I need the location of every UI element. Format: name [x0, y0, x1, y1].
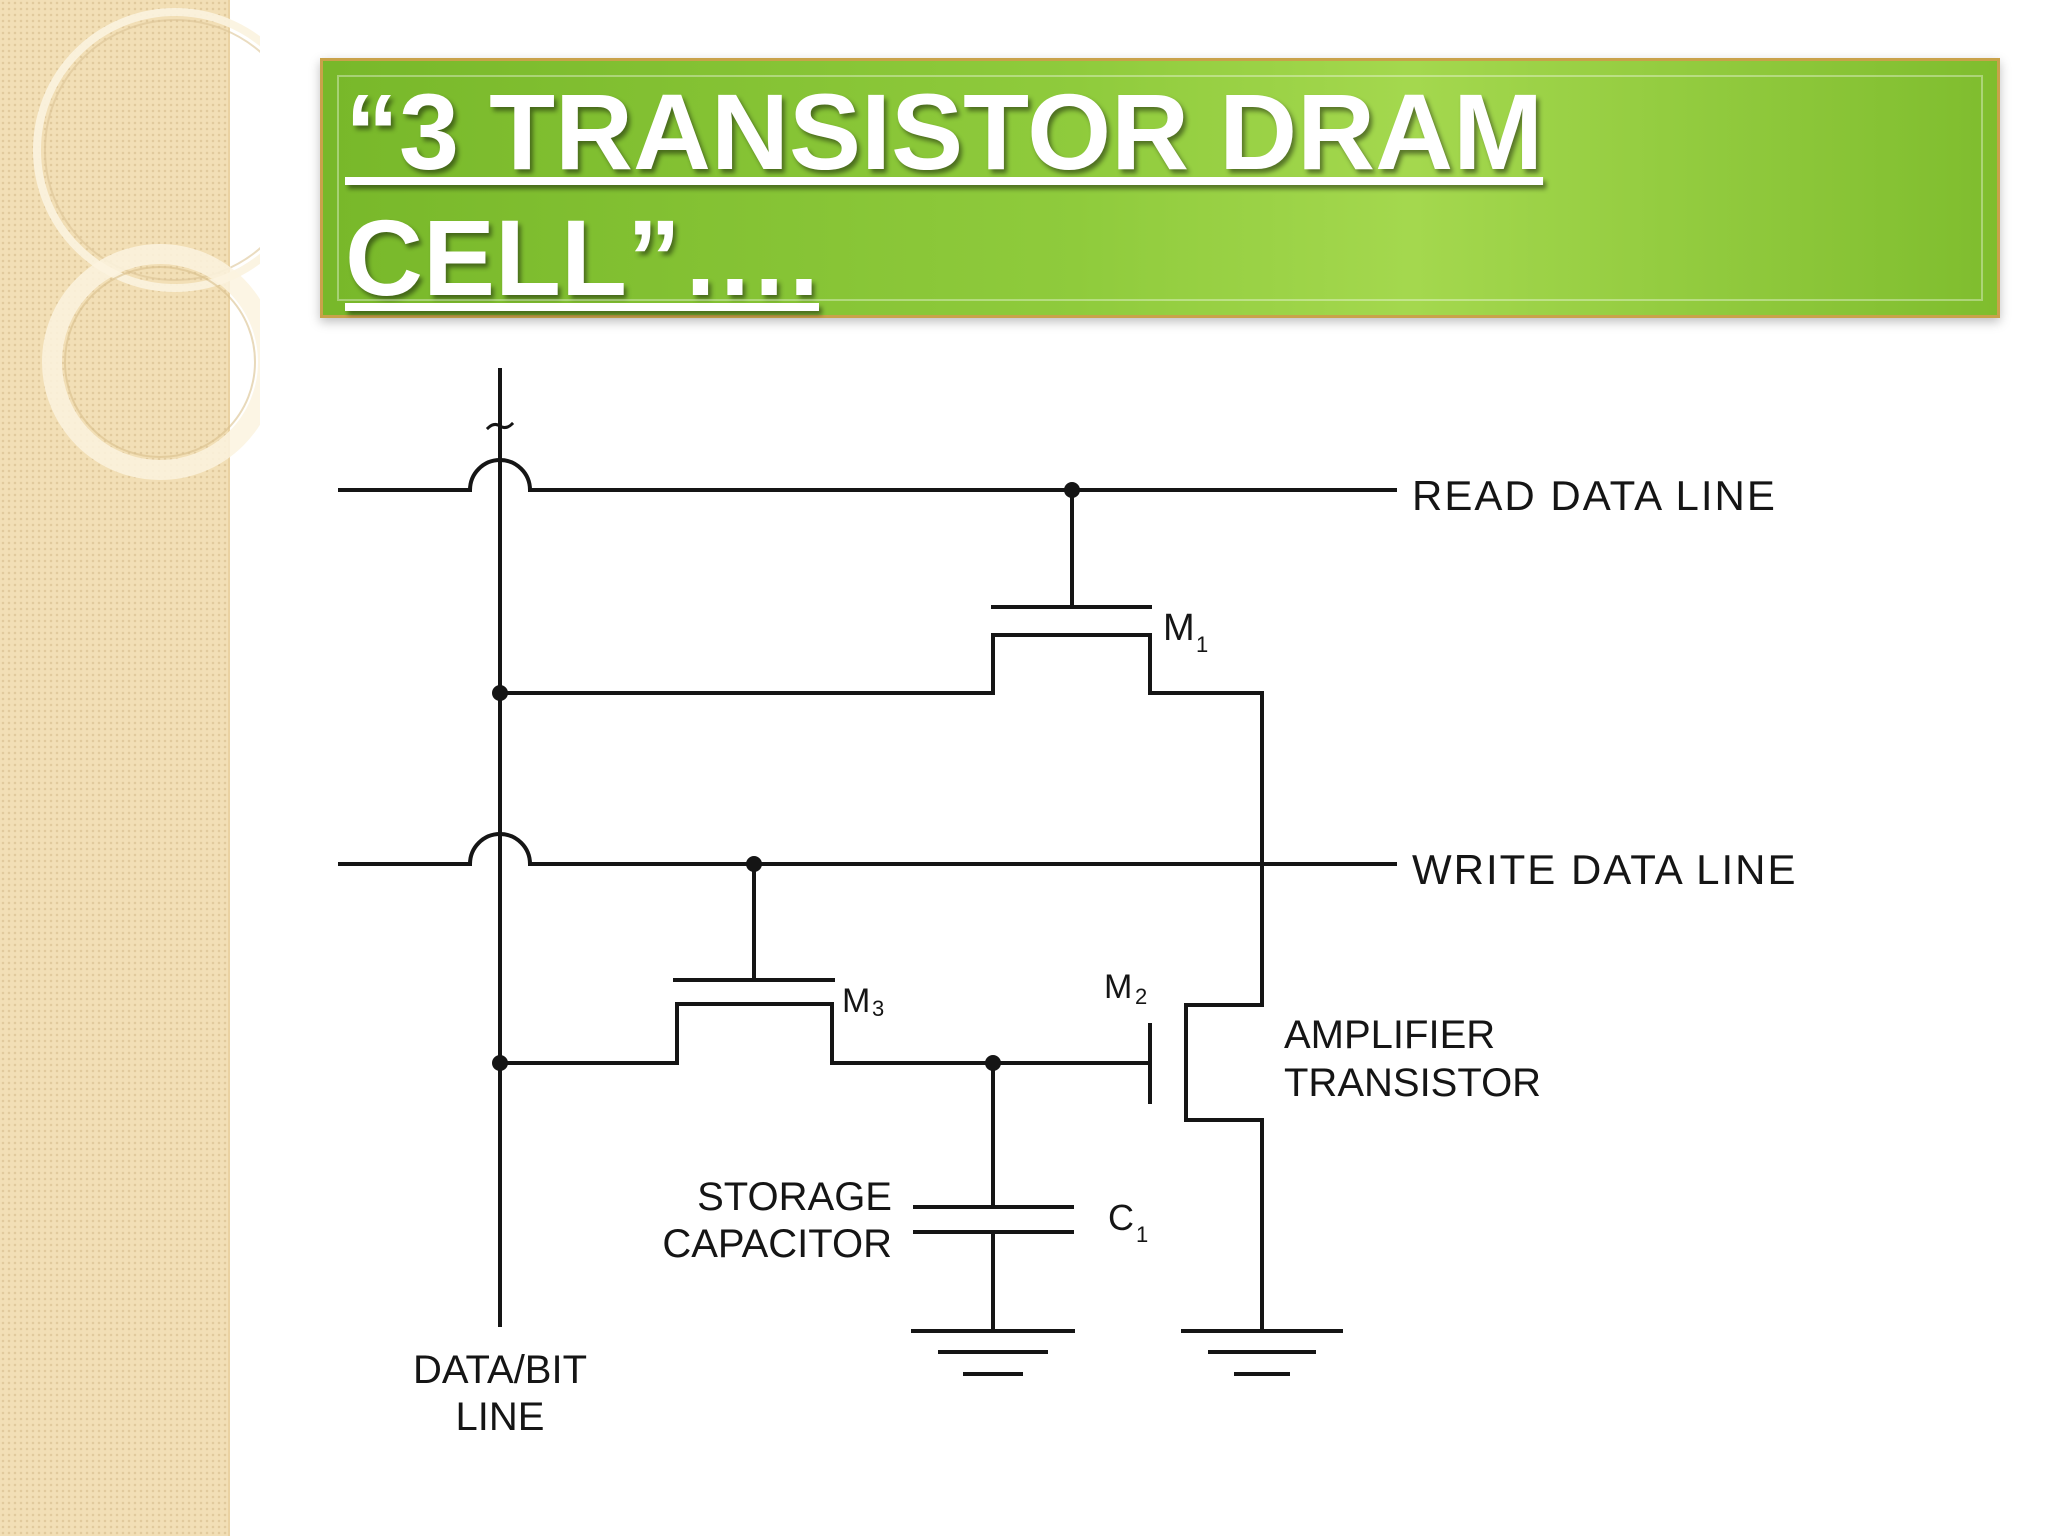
title-banner: “3 TRANSISTOR DRAM CELL”…. — [320, 58, 2000, 318]
m3-channel — [498, 1002, 1152, 1065]
bitline-label-line2: LINE — [456, 1395, 545, 1439]
decorative-rings — [33, 8, 260, 480]
bitline-top-tick — [485, 421, 515, 431]
storage-label-line2: CAPACITOR — [662, 1222, 892, 1266]
c1-label: C — [1108, 1197, 1134, 1238]
amplifier-label-line1: AMPLIFIER — [1284, 1013, 1495, 1057]
write-data-line-wire — [338, 832, 1397, 866]
read-data-line-label: READ DATA LINE — [1412, 472, 1777, 519]
m3-subscript: 3 — [872, 996, 884, 1021]
amplifier-ground-symbol — [1181, 1329, 1343, 1376]
amplifier-label-line2: TRANSISTOR — [1284, 1061, 1541, 1105]
capacitor-ground-symbol — [911, 1329, 1075, 1376]
m2-label: M — [1104, 968, 1132, 1006]
read-data-line-wire — [338, 458, 1397, 492]
bitline-junction-top — [492, 685, 508, 701]
c1-subscript: 1 — [1136, 1222, 1148, 1247]
bitline-label-line1: DATA/BIT — [413, 1348, 587, 1392]
m3-label: M — [842, 982, 870, 1020]
bitline-junction-bottom — [492, 1055, 508, 1071]
slide-title: “3 TRANSISTOR DRAM CELL”…. — [345, 71, 1544, 318]
m1-channel — [498, 633, 1264, 1007]
m2-subscript: 2 — [1135, 984, 1147, 1009]
m1-label: M — [1163, 607, 1195, 649]
m1-subscript: 1 — [1196, 632, 1208, 657]
m2-channel — [1184, 1003, 1264, 1332]
storage-label-line1: STORAGE — [697, 1175, 892, 1219]
write-data-line-label: WRITE DATA LINE — [1412, 846, 1797, 893]
